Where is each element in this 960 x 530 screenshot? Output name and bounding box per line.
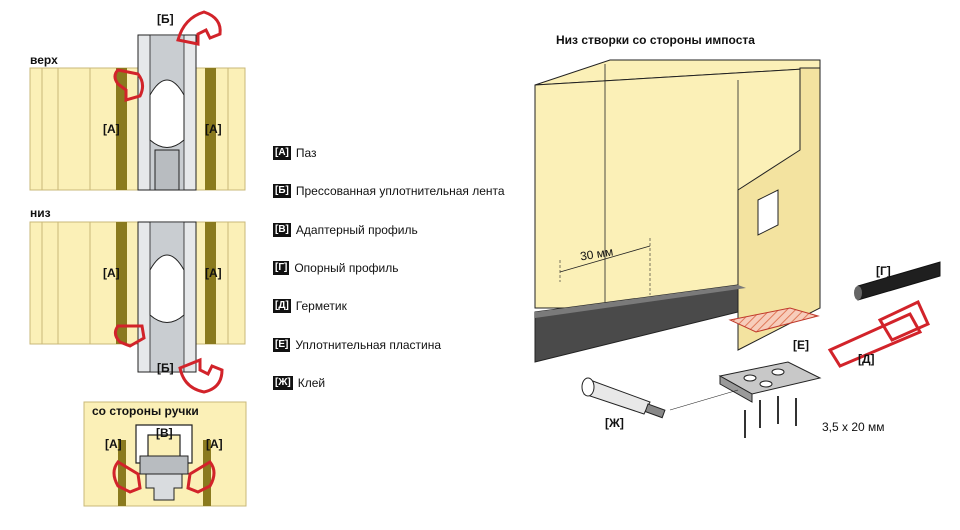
seal-top-left xyxy=(113,68,145,102)
legend-item: [В] Адаптерный профиль xyxy=(273,223,418,237)
legend-item: [Е] Уплотнительная пластина xyxy=(273,338,441,352)
label-a-top-right: [А] xyxy=(205,122,222,136)
legend-item: [Б] Прессованная уплотнительная лента xyxy=(273,184,505,198)
label-g: [Г] xyxy=(876,264,891,278)
impost-title: Низ створки со стороны импоста xyxy=(556,33,755,47)
sealing-plate-area xyxy=(728,307,820,333)
label-a-top-left: [А] xyxy=(103,122,120,136)
handle-side-section xyxy=(83,401,247,507)
legend-item: [А] Паз xyxy=(273,146,317,160)
label-d: [Д] xyxy=(858,352,875,366)
seal-top-b xyxy=(176,10,222,46)
label-zh: [Ж] xyxy=(605,416,624,430)
groove-left-bottom xyxy=(116,222,127,344)
sealant-tube xyxy=(827,299,930,368)
section-title-handle-side: со стороны ручки xyxy=(92,404,199,418)
glue-tube xyxy=(581,377,666,419)
screws xyxy=(744,396,797,438)
impost-drawing xyxy=(534,59,941,438)
legend-item: [Д] Герметик xyxy=(273,299,347,313)
label-e: [Е] xyxy=(793,338,809,352)
sealing-plate xyxy=(718,361,822,403)
label-a-bottom-right: [А] xyxy=(205,266,222,280)
groove-left-top xyxy=(116,68,127,190)
label-b-top: [Б] xyxy=(157,12,174,26)
legend-item: [Ж] Клей xyxy=(273,376,326,390)
bottom-rail xyxy=(534,284,739,363)
dimension-line xyxy=(559,245,651,273)
legend-item: [Г] Опорный профиль xyxy=(273,261,399,275)
label-a-bottom-left: [А] xyxy=(103,266,120,280)
groove-right-top xyxy=(205,68,216,190)
groove-right-bottom xyxy=(205,222,216,344)
section-title-top: верх xyxy=(30,53,58,67)
label-a-handle-right: [А] xyxy=(206,437,223,451)
label-v: [В] xyxy=(156,426,173,440)
screws-size-label: 3,5 x 20 мм xyxy=(822,420,885,434)
support-profile-rod xyxy=(854,261,941,301)
seal-bottom-b xyxy=(178,357,224,394)
section-title-bottom: низ xyxy=(30,206,51,220)
label-a-handle-left: [А] xyxy=(105,437,122,451)
section-drawings xyxy=(29,10,247,507)
label-b-bottom: [Б] xyxy=(157,361,174,375)
bottom-section xyxy=(29,221,246,394)
top-section xyxy=(29,10,246,191)
seal-bottom-left xyxy=(113,324,146,348)
